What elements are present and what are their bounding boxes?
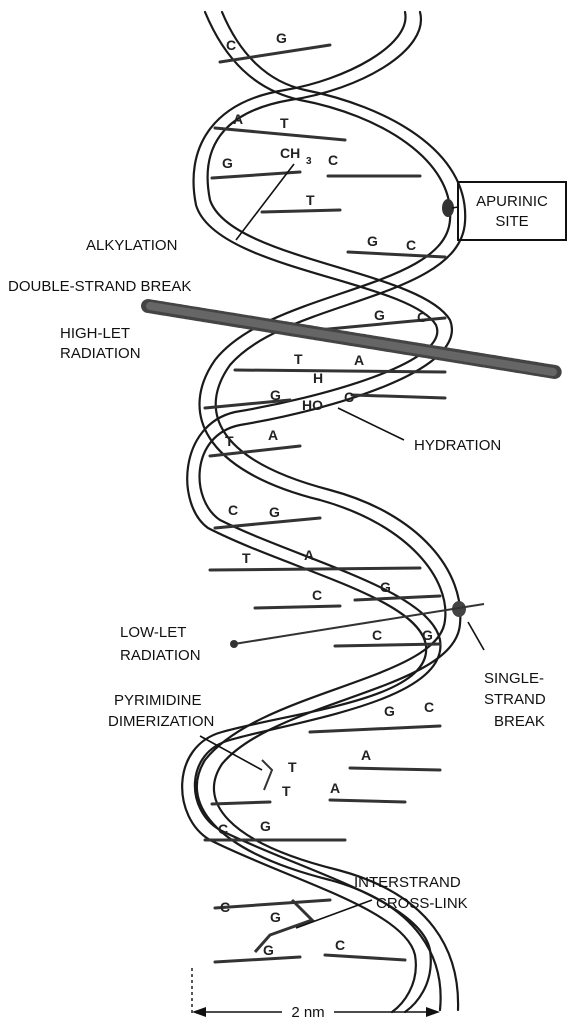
rung [235, 370, 445, 372]
base-letter: A [268, 427, 278, 443]
high-let-label-line1: HIGH-LET [60, 325, 130, 342]
rung [215, 957, 300, 962]
base-letter: C [372, 627, 382, 643]
methyl-group: CH [280, 145, 300, 161]
scale-arrow-right [426, 1007, 440, 1017]
base-letter: C [312, 587, 322, 603]
rung [355, 596, 440, 600]
dimer-bond [262, 760, 272, 790]
rung [215, 900, 330, 908]
rung [325, 955, 405, 960]
rung [262, 210, 340, 212]
apurinic-site-box [458, 182, 566, 240]
base-letter: C [218, 821, 228, 837]
base-letter: A [354, 352, 364, 368]
base-letter: C [228, 502, 238, 518]
double-strand-break-label: DOUBLE-STRAND BREAK [8, 278, 191, 295]
rung [255, 606, 340, 608]
base-letter: C [226, 37, 236, 53]
hydration-label: HYDRATION [414, 437, 501, 454]
low-let-label-line1: LOW-LET [120, 624, 186, 641]
base-letter: G [222, 155, 233, 171]
interstrand-label-line1: INTERSTRAND [354, 874, 461, 891]
single-strand-label-line1: SINGLE- [484, 670, 544, 687]
alkylation-label: ALKYLATION [86, 237, 177, 254]
apurinic-label-line2: SITE [495, 213, 528, 230]
base-letter: A [330, 780, 340, 796]
rung [310, 726, 440, 732]
base-letter: G [269, 504, 280, 520]
high-let-label-line2: RADIATION [60, 345, 141, 362]
scale-label: 2 nm [291, 1004, 324, 1018]
rung [215, 518, 320, 528]
rung [210, 446, 300, 456]
rung [210, 568, 420, 570]
base-letter: A [233, 111, 243, 127]
base-letter: C [328, 152, 338, 168]
pyrimidine-leader [200, 736, 262, 770]
apurinic-label-line1: APURINIC [476, 193, 548, 210]
pyrimidine-label-line1: PYRIMIDINE [114, 692, 202, 709]
low-let-track [234, 604, 484, 644]
base-letter: G [270, 387, 281, 403]
hydration-h-group: H [313, 370, 323, 386]
base-letter: T [282, 783, 291, 799]
base-letter: C [424, 699, 434, 715]
base-letter: C [406, 237, 416, 253]
rung [350, 768, 440, 770]
single-strand-label-line3: BREAK [494, 713, 545, 730]
rung [212, 802, 270, 804]
rung [352, 395, 445, 398]
rung [330, 800, 405, 802]
methyl-subscript: 3 [306, 156, 312, 167]
base-letter: G [263, 942, 274, 958]
base-letter: G [260, 818, 271, 834]
base-letter: T [225, 433, 234, 449]
base-letter: T [242, 550, 251, 566]
base-letter: A [304, 547, 314, 563]
base-pair-rungs [205, 45, 445, 962]
low-let-label-line2: RADIATION [120, 647, 201, 664]
base-letter: G [380, 579, 391, 595]
base-letter: G [384, 703, 395, 719]
base-letter: G [270, 909, 281, 925]
base-letter: G [422, 627, 433, 643]
base-letter: A [361, 747, 371, 763]
low-let-origin [230, 640, 238, 648]
base-letter: T [288, 759, 297, 775]
base-letter: C [220, 899, 230, 915]
base-letter: G [374, 307, 385, 323]
base-letter: C [417, 309, 427, 325]
rung [220, 45, 330, 62]
base-letter: G [276, 30, 287, 46]
interstrand-label-line2: CROSS-LINK [376, 895, 468, 912]
base-letters: C G A T G C T G C G C T A G C T A C G T … [218, 30, 434, 958]
hydration-ho-group: HO [302, 397, 323, 413]
chemical-groups: CH 3 H HO [280, 145, 323, 413]
apurinic-leader [452, 207, 458, 208]
single-strand-leader [468, 622, 484, 650]
pyrimidine-label-line2: DIMERIZATION [108, 713, 214, 730]
high-let-track-core [150, 306, 553, 372]
base-letter: T [280, 115, 289, 131]
base-letter: T [306, 192, 315, 208]
scale-arrow-left [192, 1007, 206, 1017]
single-strand-label-line2: STRAND [484, 691, 546, 708]
hydration-leader [338, 408, 404, 440]
rung [335, 644, 440, 646]
base-letter: C [344, 389, 354, 405]
base-letter: C [335, 937, 345, 953]
base-letter: G [367, 233, 378, 249]
annotations: APURINIC SITE ALKYLATION DOUBLE-STRAND B… [8, 164, 566, 1018]
base-letter: T [294, 351, 303, 367]
